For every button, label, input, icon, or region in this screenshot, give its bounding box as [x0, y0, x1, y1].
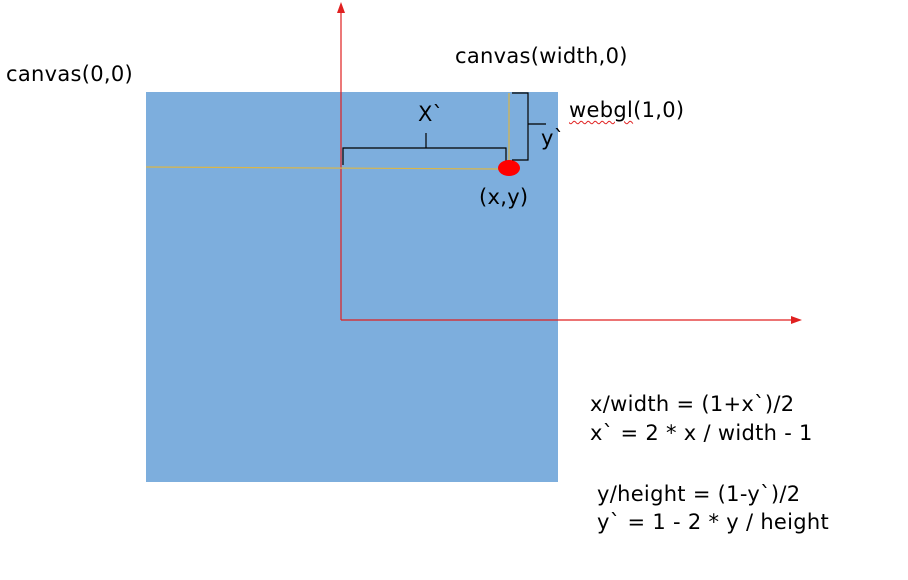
canvas-origin-label: canvas(0,0): [6, 62, 134, 86]
canvas-width-label: canvas(width,0): [455, 44, 628, 68]
x-prime-bracket: [342, 133, 507, 165]
formula-x-ratio: x/width = (1+x`)/2: [590, 392, 795, 416]
formula-x-conversion: x` = 2 * x / width - 1: [590, 421, 813, 445]
x-prime-label: X`: [418, 102, 444, 126]
formula-y-conversion: y` = 1 - 2 * y / height: [597, 510, 830, 534]
canvas-area: [146, 92, 558, 482]
webgl-word: webgl: [569, 98, 634, 122]
webgl-corner-label: webgl(1,0): [569, 98, 684, 122]
horizontal-guide-line: [145, 166, 501, 170]
point-label: (x,y): [479, 185, 529, 209]
webgl-y-axis-arrow: [337, 2, 345, 13]
y-prime-label: y`: [541, 126, 565, 150]
webgl-coords: (1,0): [633, 98, 685, 122]
formula-y-ratio: y/height = (1-y`)/2: [597, 482, 801, 506]
webgl-x-axis-arrow: [791, 316, 802, 324]
y-prime-bracket: [512, 92, 546, 161]
point-marker: [498, 160, 520, 176]
